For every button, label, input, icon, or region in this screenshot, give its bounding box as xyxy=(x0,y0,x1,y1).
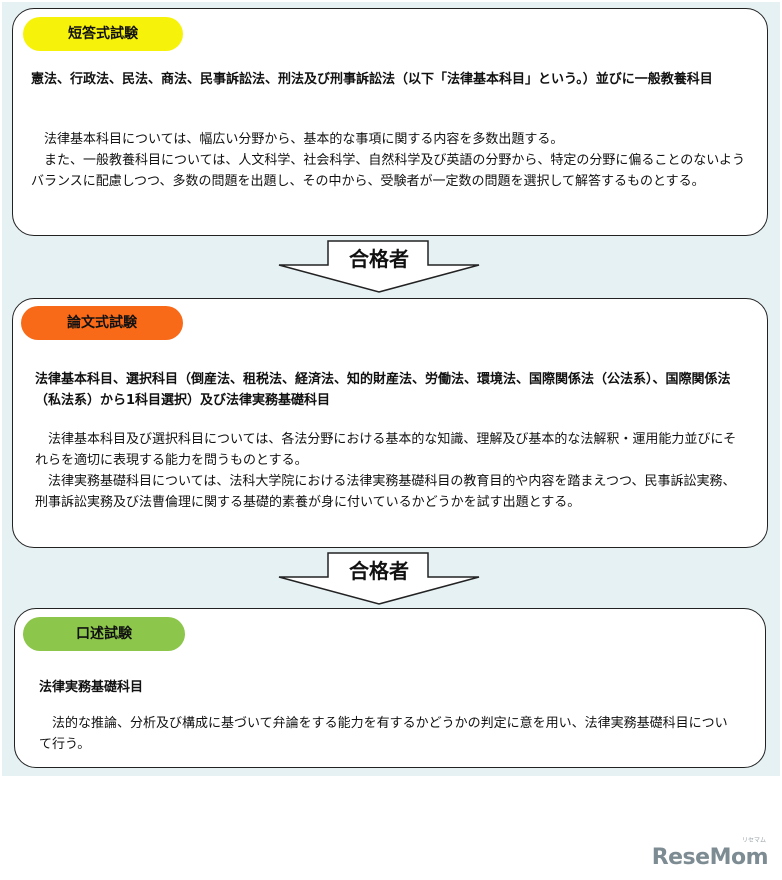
short-answer-exam-description: 法律基本科目については、幅広い分野から、基本的な事項に関する内容を多数出題する。… xyxy=(31,129,751,192)
down-arrow-icon xyxy=(278,552,480,605)
logo-reading: リセマム xyxy=(741,837,766,844)
down-arrow-icon xyxy=(278,240,480,293)
oral-exam-description: 法的な推論、分析及び構成に基づいて弁論をする能力を有するかどうかの判定に意を用い… xyxy=(39,713,739,755)
essay-exam-title: 論文式試験 xyxy=(21,306,183,340)
description-paragraph: 法的な推論、分析及び構成に基づいて弁論をする能力を有するかどうかの判定に意を用い… xyxy=(39,716,728,752)
description-paragraph: また、一般教養科目については、人文科学、社会科学、自然科学及び英語の分野から、特… xyxy=(31,153,745,189)
short-answer-exam-subjects: 憲法、行政法、民法、商法、民事訴訟法、刑法及び刑事訴訟法（以下「法律基本科目」と… xyxy=(31,72,713,87)
oral-exam-subjects: 法律実務基礎科目 xyxy=(39,680,144,695)
short-answer-exam-box: 短答式試験 憲法、行政法、民法、商法、民事訴訟法、刑法及び刑事訴訟法（以下「法律… xyxy=(12,8,768,236)
description-paragraph: 法律実務基礎科目については、法科大学院における法律実務基礎科目の教育目的や内容を… xyxy=(35,474,736,510)
essay-exam-subjects: 法律基本科目、選択科目（倒産法、租税法、経済法、知的財産法、労働法、環境法、国際… xyxy=(35,372,731,408)
short-answer-exam-title: 短答式試験 xyxy=(23,17,183,51)
passers-label: 合格者 xyxy=(349,559,409,583)
description-paragraph: 法律基本科目については、幅広い分野から、基本的な事項に関する内容を多数出題する。 xyxy=(44,132,564,147)
oral-exam-title: 口述試験 xyxy=(23,617,185,651)
passers-label: 合格者 xyxy=(349,247,409,271)
description-paragraph: 法律基本科目及び選択科目については、各法分野における基本的な知識、理解及び基本的… xyxy=(35,432,737,468)
content-panel: 短答式試験 憲法、行政法、民法、商法、民事訴訟法、刑法及び刑事訴訟法（以下「法律… xyxy=(2,2,780,776)
resemom-logo: ReseMom xyxy=(651,845,769,870)
essay-exam-box: 論文式試験 法律基本科目、選択科目（倒産法、租税法、経済法、知的財産法、労働法、… xyxy=(12,298,768,548)
essay-exam-description: 法律基本科目及び選択科目については、各法分野における基本的な知識、理解及び基本的… xyxy=(35,429,745,513)
oral-exam-box: 口述試験 法律実務基礎科目 法的な推論、分析及び構成に基づいて弁論をする能力を有… xyxy=(14,608,766,768)
